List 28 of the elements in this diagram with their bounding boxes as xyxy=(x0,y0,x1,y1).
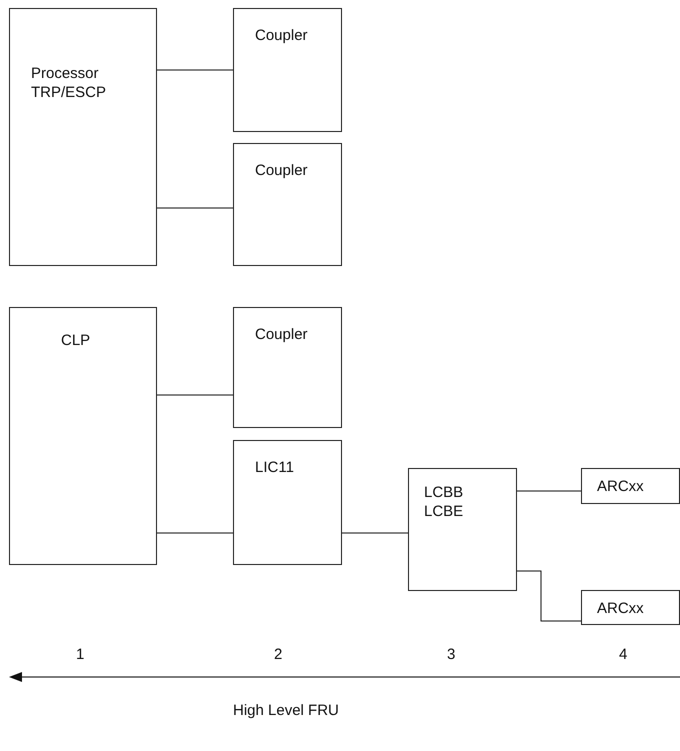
component-box xyxy=(233,143,342,266)
component-box xyxy=(9,307,157,565)
column-number: 1 xyxy=(76,646,84,664)
column-number: 2 xyxy=(274,646,282,664)
component-box xyxy=(233,440,342,565)
component-box xyxy=(233,307,342,428)
connector-line xyxy=(516,490,582,492)
component-label: LCBB LCBE xyxy=(424,483,464,521)
connector-line xyxy=(516,570,582,622)
component-box xyxy=(233,8,342,132)
component-label: Coupler xyxy=(255,161,308,180)
component-label: Coupler xyxy=(255,325,308,344)
component-box xyxy=(408,468,517,591)
column-number: 3 xyxy=(447,646,456,664)
connector-line xyxy=(156,394,234,396)
component-box xyxy=(581,590,680,625)
connector-line xyxy=(342,532,408,534)
component-box xyxy=(581,468,680,504)
component-label: LIC11 xyxy=(255,458,294,477)
axis-caption: High Level FRU xyxy=(233,702,339,720)
column-number: 4 xyxy=(619,646,628,664)
component-label: ARCxx xyxy=(597,599,644,618)
component-label: ARCxx xyxy=(597,477,644,496)
connector-line xyxy=(156,532,234,534)
component-label: Coupler xyxy=(255,26,308,45)
component-label: CLP xyxy=(61,331,90,350)
component-box xyxy=(9,8,157,266)
component-label: Processor TRP/ESCP xyxy=(31,64,106,102)
